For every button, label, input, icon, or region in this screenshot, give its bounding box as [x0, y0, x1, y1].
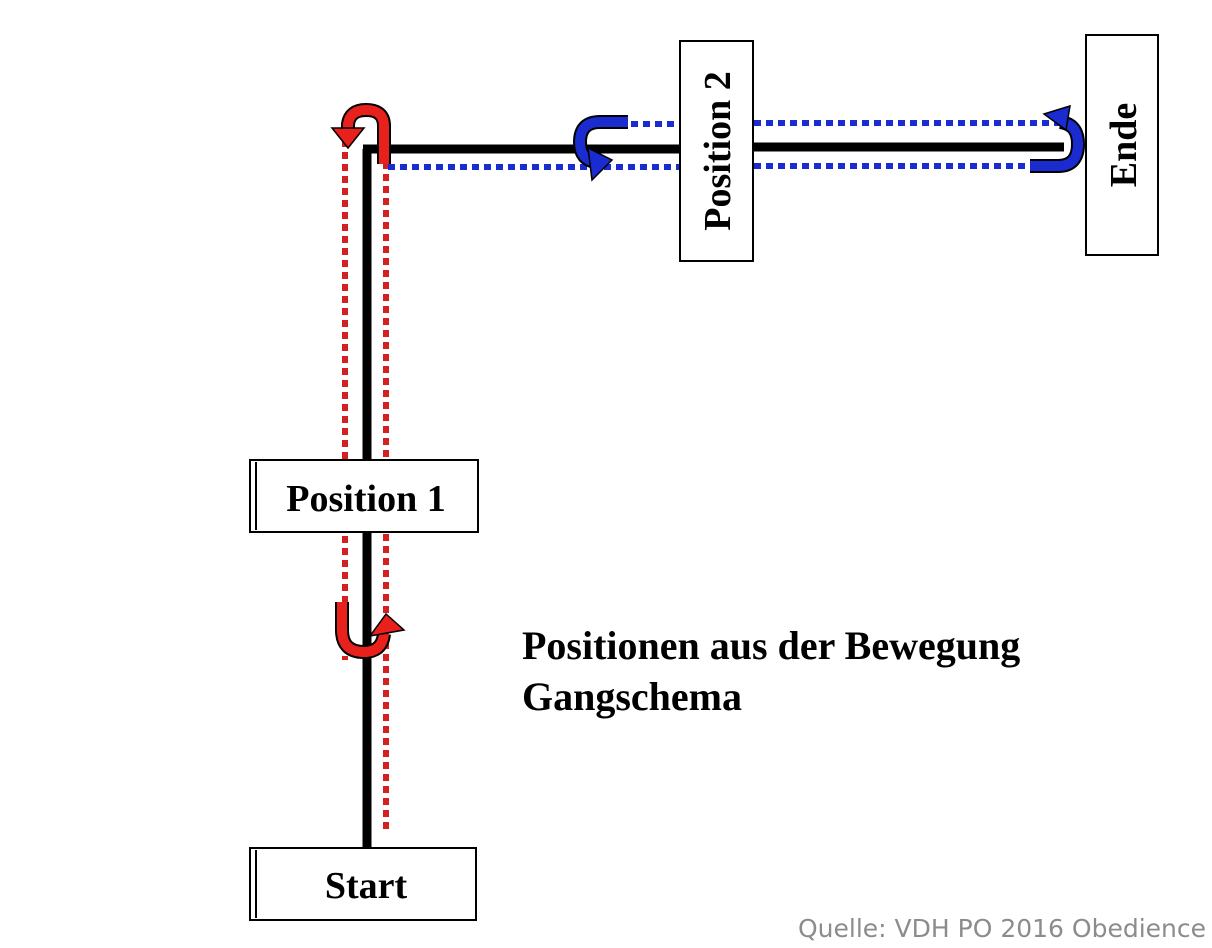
position-1-box: Position 1 — [249, 459, 479, 533]
caption-line-2: Gangschema — [522, 674, 742, 719]
end-label: Ende — [1103, 103, 1145, 187]
caption-line-1: Positionen aus der Bewegung — [522, 623, 1020, 668]
red-dotted-lines — [342, 140, 389, 830]
end-box: Ende — [1085, 34, 1159, 256]
blue-turn-arrow-left-icon — [572, 115, 628, 182]
source-note: Quelle: VDH PO 2016 Obedience — [798, 914, 1206, 943]
red-turn-arrow-corner-icon — [330, 102, 391, 164]
position-1-label: Position 1 — [286, 478, 445, 520]
position-2-label: Position 2 — [697, 71, 739, 230]
blue-turn-arrow-end-icon — [1030, 104, 1086, 173]
red-turn-arrow-lower-icon — [335, 602, 406, 660]
start-label: Start — [325, 865, 408, 907]
start-box: Start — [249, 847, 477, 921]
position-2-box: Position 2 — [679, 40, 754, 262]
